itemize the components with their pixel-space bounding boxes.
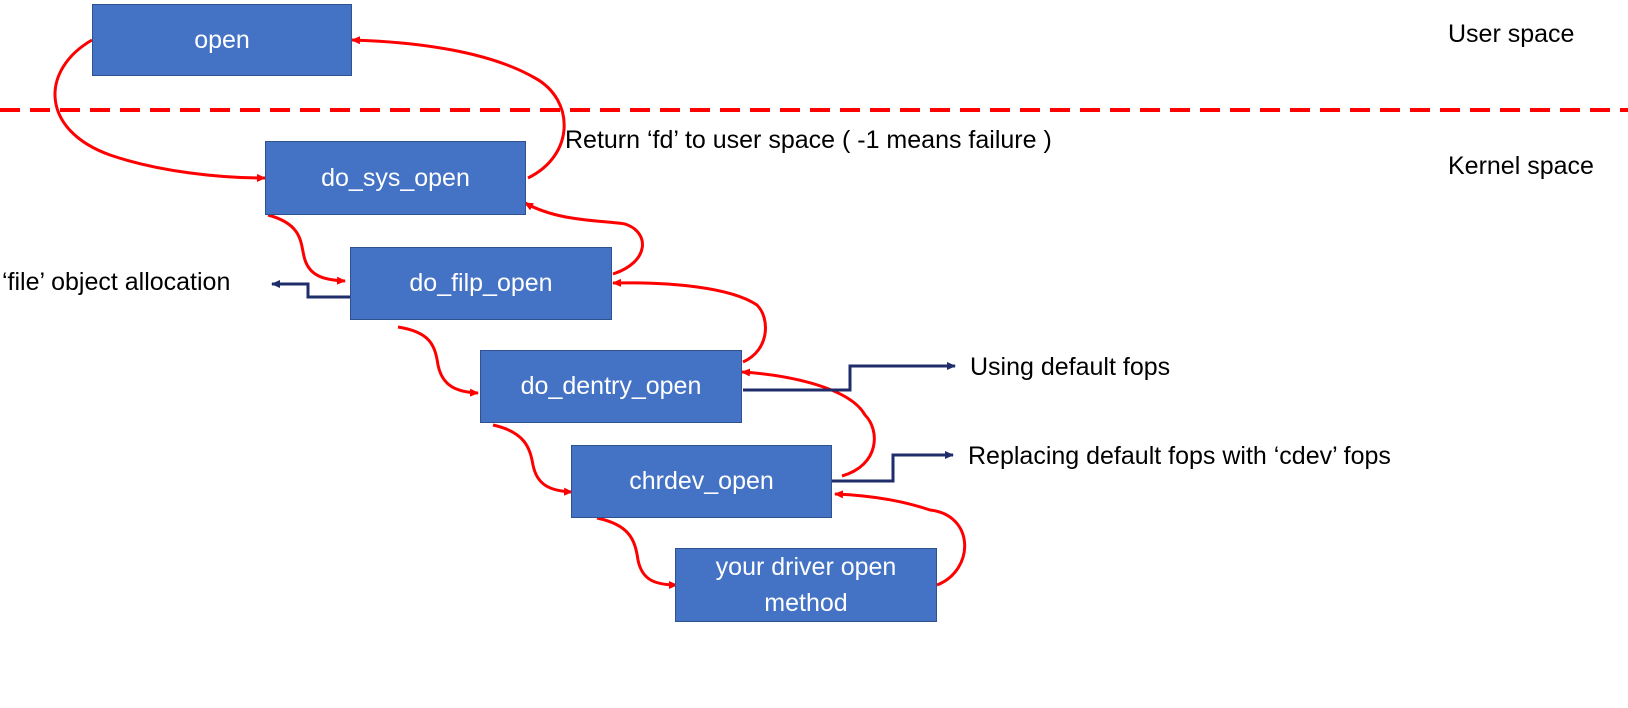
call-arrow-open-to-do-sys-open: [53, 38, 266, 182]
note-arrow-replace-fops: [832, 451, 954, 483]
node-do-filp-open: do_filp_open: [350, 247, 612, 320]
label-file-allocation: ‘file’ object allocation: [2, 268, 231, 296]
label-default-fops: Using default fops: [970, 353, 1171, 381]
node-chrdev-open: chrdev_open: [571, 445, 832, 518]
return-arrow-do-filp-open-to-do-sys-open: [524, 201, 644, 276]
call-arrow-do-sys-open-to-do-filp-open: [267, 213, 346, 285]
call-arrow-do-dentry-open-to-chrdev-open: [492, 423, 573, 496]
node-open: open: [92, 4, 352, 76]
call-arrow-chrdev-open-to-driver-open: [596, 516, 678, 589]
return-arrow-chrdev-open-to-do-dentry-open: [741, 368, 876, 478]
node-driver-open: your driver open method: [675, 548, 937, 622]
return-arrow-driver-open-to-chrdev-open: [834, 490, 967, 587]
label-replace-fops: Replacing default fops with ‘cdev’ fops: [968, 442, 1391, 470]
label-return-fd: Return ‘fd’ to user space ( -1 means fai…: [565, 126, 1052, 154]
note-arrow-default-fops: [743, 362, 956, 392]
return-arrow-do-dentry-open-to-do-filp-open: [612, 278, 767, 364]
node-do-sys-open: do_sys_open: [265, 141, 526, 215]
label-kernel-space: Kernel space: [1448, 152, 1594, 180]
note-arrow-file-allocation: [271, 280, 350, 299]
node-do-dentry-open: do_dentry_open: [480, 350, 742, 423]
call-arrow-do-filp-open-to-do-dentry-open: [397, 325, 479, 397]
return-arrow-do-sys-open-to-open: [351, 36, 566, 180]
label-user-space: User space: [1448, 20, 1575, 48]
